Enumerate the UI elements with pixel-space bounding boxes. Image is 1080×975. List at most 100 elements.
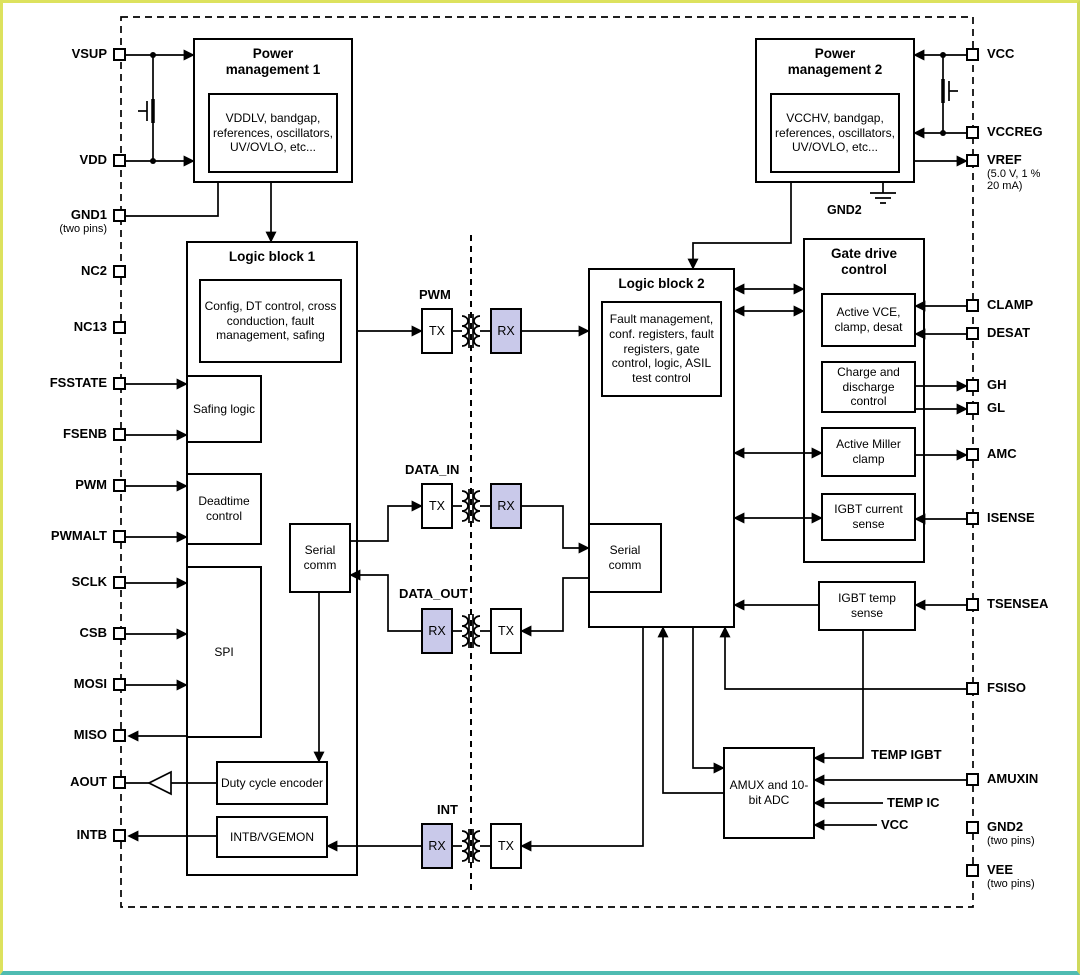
pin-gh-label: GH (987, 377, 1007, 392)
pin-vref (966, 154, 979, 167)
pin-fsiso (966, 682, 979, 695)
transformer-int (453, 829, 490, 863)
pm1-body-box: VDDLV, bandgap, references, oscillators,… (208, 93, 338, 173)
pin-vee (966, 864, 979, 877)
pm2-body-box: VCCHV, bandgap, references, oscillators,… (770, 93, 900, 173)
int-channel-label: INT (437, 802, 458, 817)
temp-igbt-label: TEMP IGBT (871, 747, 942, 762)
pin-csb-label: CSB (79, 625, 107, 640)
pin-nc2-label: NC2 (80, 263, 107, 278)
pin-sclk (113, 576, 126, 589)
pin-pwm-label: PWM (75, 477, 107, 492)
pin-fsstate-label: FSSTATE (49, 375, 107, 390)
pin-intb-label: INTB (76, 827, 107, 842)
gdc-active-vce-box: Active VCE, clamp, desat (821, 293, 916, 347)
lb2-fault-box: Fault management, conf. registers, fault… (601, 301, 722, 397)
pin-gh (966, 379, 979, 392)
pwm-channel-label: PWM (419, 287, 451, 302)
pin-gnd2-label: GND2(two pins) (987, 819, 1035, 847)
gate-drive-control-title: Gate drive control (830, 246, 898, 277)
pin-fsstate (113, 377, 126, 390)
power-management-1-block: Power management 1 (193, 38, 353, 183)
pin-clamp-label: CLAMP (987, 297, 1034, 312)
pin-miso (113, 729, 126, 742)
transformer-pwm (453, 314, 490, 348)
int-rx-box: RX (421, 823, 453, 869)
wire-temp-igbt (813, 631, 864, 764)
pin-vee-label: VEE(two pins) (987, 862, 1035, 890)
pin-aout (113, 776, 126, 789)
wire-serial2-to-dataout-tx (520, 577, 588, 637)
logic-block-2-title: Logic block 2 (618, 276, 705, 291)
logic-block-1-title: Logic block 1 (228, 249, 316, 264)
pin-fsenb-label: FSENB (62, 426, 107, 441)
transformer-data-out (453, 614, 490, 648)
pwm-tx-box: TX (421, 308, 453, 354)
gnd2-net-label: GND2 (827, 203, 862, 217)
igbt-temp-sense-box: IGBT temp sense (818, 581, 916, 631)
pin-gl (966, 402, 979, 415)
pin-vcc (966, 48, 979, 61)
wire-amux-to-lb2 (657, 626, 723, 794)
lb1-duty-cycle-encoder-box: Duty cycle encoder (216, 761, 328, 805)
pin-miso-label: MISO (73, 727, 107, 742)
power-management-1-title: Power management 1 (225, 46, 321, 77)
pin-intb (113, 829, 126, 842)
pin-fsiso-label: FSISO (987, 680, 1027, 695)
pin-desat-label: DESAT (987, 325, 1031, 340)
ground-symbol (870, 192, 896, 204)
lb1-config-box: Config, DT control, cross conduction, fa… (199, 279, 342, 363)
pin-tsensea-label: TSENSEA (987, 596, 1049, 611)
pin-mosi-label: MOSI (73, 676, 107, 691)
amux-adc-box: AMUX and 10-bit ADC (723, 747, 815, 839)
wire-pm2-to-lb2 (687, 183, 792, 270)
pin-pwm (113, 479, 126, 492)
gdc-charge-discharge-box: Charge and discharge control (821, 361, 916, 413)
gdc-igbt-current-sense-box: IGBT current sense (821, 493, 916, 541)
pin-gl-label: GL (987, 400, 1006, 415)
pin-sclk-label: SCLK (71, 574, 107, 589)
pwm-rx-box: RX (490, 308, 522, 354)
chip-boundary (120, 16, 974, 908)
pin-isense (966, 512, 979, 525)
temp-ic-label: TEMP IC (887, 795, 940, 810)
pin-amuxin (966, 773, 979, 786)
lb1-spi-box: SPI (186, 566, 262, 738)
pin-pwmalt-label: PWMALT (50, 528, 107, 543)
data-in-tx-box: TX (421, 483, 453, 529)
lb2-serial-comm-box: Serial comm (588, 523, 662, 593)
wire-datain-rx-to-serial2 (522, 505, 590, 554)
mosfet-symbol-left (138, 99, 155, 123)
pin-gnd1-label: GND1(two pins) (59, 207, 107, 235)
pin-vcc-label: VCC (987, 46, 1015, 61)
pin-fsenb (113, 428, 126, 441)
lb1-serial-comm-box: Serial comm (289, 523, 351, 593)
vcc-internal-label: VCC (881, 817, 909, 832)
data-in-rx-box: RX (490, 483, 522, 529)
pin-pwmalt (113, 530, 126, 543)
wiring-layer (120, 16, 974, 908)
mosfet-symbol-right (941, 79, 958, 103)
power-management-2-block: Power management 2 (755, 38, 915, 183)
pin-desat (966, 327, 979, 340)
lb1-intb-vgemon-box: INTB/VGEMON (216, 816, 328, 858)
pin-gnd2 (966, 821, 979, 834)
wire-fsiso (719, 626, 966, 690)
pin-csb (113, 627, 126, 640)
pin-mosi (113, 678, 126, 691)
pin-nc2 (113, 265, 126, 278)
gdc-active-miller-clamp-box: Active Miller clamp (821, 427, 916, 477)
gate-drive-control-block: Gate drive control (803, 238, 925, 563)
pin-clamp (966, 299, 979, 312)
pin-vccreg-label: VCCREG (987, 124, 1043, 139)
pin-isense-label: ISENSE (987, 510, 1035, 525)
buffer-triangle-symbol (147, 770, 172, 796)
wire-gnd1 (126, 183, 219, 217)
wire-dataout-rx-to-serial1 (349, 569, 421, 632)
pin-nc13-label: NC13 (73, 319, 107, 334)
data-in-channel-label: DATA_IN (405, 462, 460, 477)
pin-nc13 (113, 321, 126, 334)
power-management-2-title: Power management 2 (787, 46, 883, 77)
transformer-data-in (453, 489, 490, 523)
data-out-channel-label: DATA_OUT (399, 586, 468, 601)
